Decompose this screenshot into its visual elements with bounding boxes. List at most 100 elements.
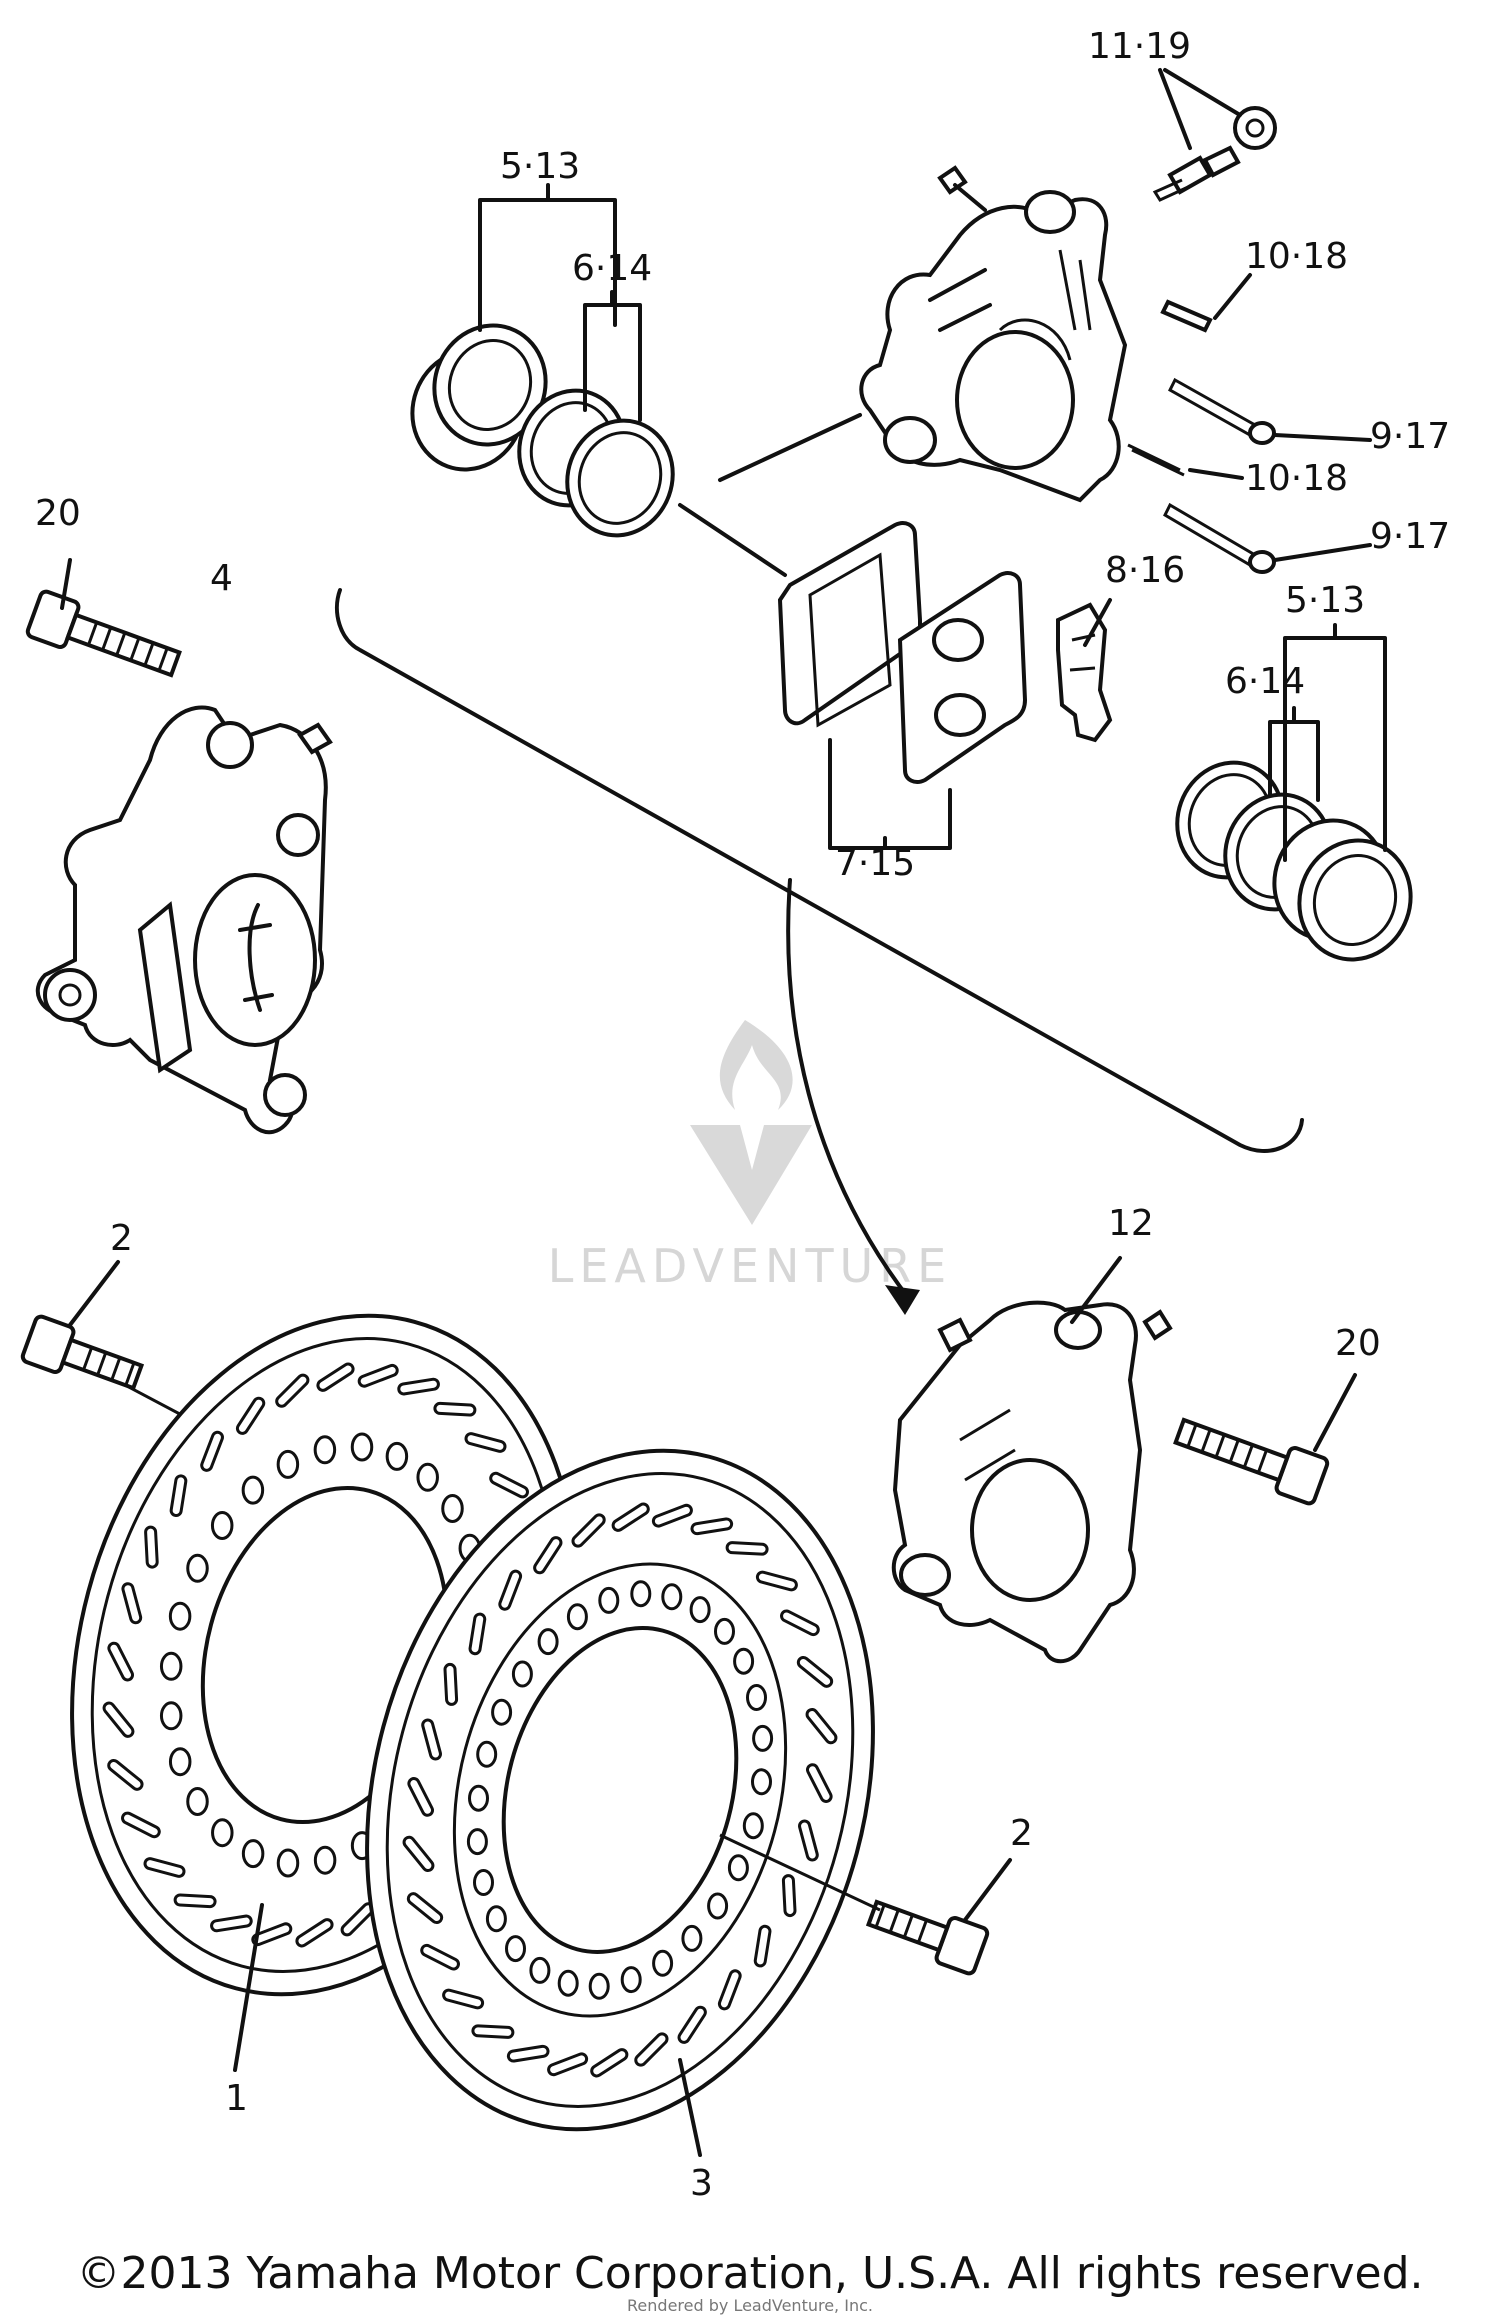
disc-slot xyxy=(406,1892,444,1925)
disc-hole xyxy=(416,1462,439,1492)
callout-3: 3 xyxy=(690,2163,713,2204)
disc-slot xyxy=(468,1612,487,1656)
disc-slot xyxy=(402,1835,435,1873)
disc-hole xyxy=(511,1660,533,1688)
disc-hole xyxy=(752,1724,774,1752)
copyright-text: ©2013 Yamaha Motor Corporation, U.S.A. A… xyxy=(76,2248,1424,2299)
disc-slot xyxy=(421,1718,442,1761)
disc-hole xyxy=(681,1924,703,1952)
disc-slot xyxy=(805,1707,838,1745)
disc-slot xyxy=(533,1536,563,1575)
disc-slot xyxy=(357,1363,399,1388)
disc-slot xyxy=(498,1569,523,1611)
caliper-exploded-top xyxy=(859,165,1128,503)
disc-slot xyxy=(634,2032,669,2067)
callout-9-17-upper: 9·17 xyxy=(1370,416,1450,457)
disc-hole xyxy=(557,1969,579,1997)
disc-slot xyxy=(611,1502,650,1532)
disc-hole xyxy=(468,1784,489,1812)
callout-11-19: 11·19 xyxy=(1088,26,1191,67)
disc-slot xyxy=(121,1811,161,1839)
disc-slot xyxy=(489,1471,529,1499)
disc-hole xyxy=(742,1812,764,1840)
disc-slot xyxy=(107,1641,135,1682)
pad-spring-8-16 xyxy=(1056,598,1113,743)
disc-slot xyxy=(251,1922,293,1947)
disc-slot xyxy=(169,1474,188,1518)
callout-6-14-right: 6·14 xyxy=(1225,661,1305,702)
disc-hole xyxy=(159,1701,183,1731)
disc-slot xyxy=(316,1362,355,1392)
disc-slot xyxy=(780,1609,820,1637)
watermark-v-logo-icon xyxy=(690,1125,812,1225)
disc-slot xyxy=(210,1914,253,1933)
disc-hole xyxy=(714,1617,735,1645)
disc-hole xyxy=(168,1601,192,1631)
disc-slot xyxy=(651,1503,693,1528)
leader-piston-to-pad xyxy=(678,503,787,577)
disc-hole xyxy=(473,1869,494,1896)
callout-2-right: 2 xyxy=(1010,1813,1033,1854)
disc-hole xyxy=(746,1684,767,1711)
disc-slot xyxy=(235,1396,266,1435)
disc-slot xyxy=(796,1655,834,1688)
callout-4: 4 xyxy=(210,558,233,599)
disc-hole xyxy=(186,1787,209,1816)
bolt-20-left xyxy=(25,589,182,678)
callout-9-17-lower: 9·17 xyxy=(1370,516,1450,557)
disc-slot xyxy=(442,1988,485,2010)
disc-slot xyxy=(547,2052,589,2077)
disc-slot xyxy=(690,1517,734,1536)
exploded-group-bracket xyxy=(334,588,1304,1153)
disc-slot xyxy=(590,2048,629,2078)
bolt-20-right xyxy=(1173,1417,1330,1506)
disc-3-holes xyxy=(466,1580,774,2000)
render-credit: Rendered by LeadVenture, Inc. xyxy=(627,2296,873,2315)
piston-5-13-right xyxy=(1272,818,1413,962)
callout-6-14-top: 6·14 xyxy=(572,248,652,289)
callout-20-right: 20 xyxy=(1335,1323,1381,1364)
disc-hole xyxy=(466,1828,488,1856)
disc-slot xyxy=(143,1857,186,1878)
disc-hole xyxy=(727,1854,749,1882)
disc-slot xyxy=(464,1432,507,1453)
disc-slot xyxy=(805,1763,833,1803)
bleeder-screw-11-19 xyxy=(1152,68,1277,202)
bolt-2-right xyxy=(865,1899,990,1976)
disc-hole xyxy=(276,1848,300,1878)
piston-5-13-top xyxy=(410,323,548,472)
callout-10-18-upper: 10·18 xyxy=(1245,236,1348,277)
callout-bracket-5-13-right xyxy=(1268,623,1387,862)
disc-slot xyxy=(102,1701,135,1738)
disc-hole xyxy=(689,1596,711,1624)
disc-slot xyxy=(443,1662,459,1706)
watermark-text: LEADVENTURE xyxy=(548,1239,953,1293)
disc-slot xyxy=(295,1918,334,1948)
callout-1: 1 xyxy=(225,2078,248,2119)
disc-hole xyxy=(566,1603,588,1631)
disc-slot xyxy=(200,1430,224,1472)
disc-slot xyxy=(407,1777,435,1817)
disc-hole xyxy=(485,1905,507,1933)
disc-slot xyxy=(506,2044,550,2063)
disc-slot xyxy=(798,1819,819,1862)
brake-pad-7-15 xyxy=(777,521,1028,850)
assembly-arrow xyxy=(786,878,920,1315)
callout-2-left: 2 xyxy=(110,1218,133,1259)
disc-slot xyxy=(755,1570,798,1592)
caliper-4 xyxy=(35,705,333,1135)
disc-hole xyxy=(241,1475,265,1505)
disc-slot xyxy=(725,1541,769,1556)
callout-10-18-lower: 10·18 xyxy=(1245,458,1348,499)
watermark: LEADVENTURE xyxy=(548,1020,953,1293)
disc-hole xyxy=(441,1494,464,1523)
disc-slot xyxy=(144,1525,159,1569)
disc-hole xyxy=(598,1586,620,1614)
disc-3-slots xyxy=(402,1502,838,2078)
watermark-flame-icon xyxy=(719,1020,793,1110)
pad-pin-9-17-lower xyxy=(1163,502,1372,574)
disc-hole xyxy=(652,1949,674,1977)
disc-hole xyxy=(313,1435,337,1465)
disc-slot xyxy=(121,1582,143,1625)
disc-slot xyxy=(753,1924,772,1968)
